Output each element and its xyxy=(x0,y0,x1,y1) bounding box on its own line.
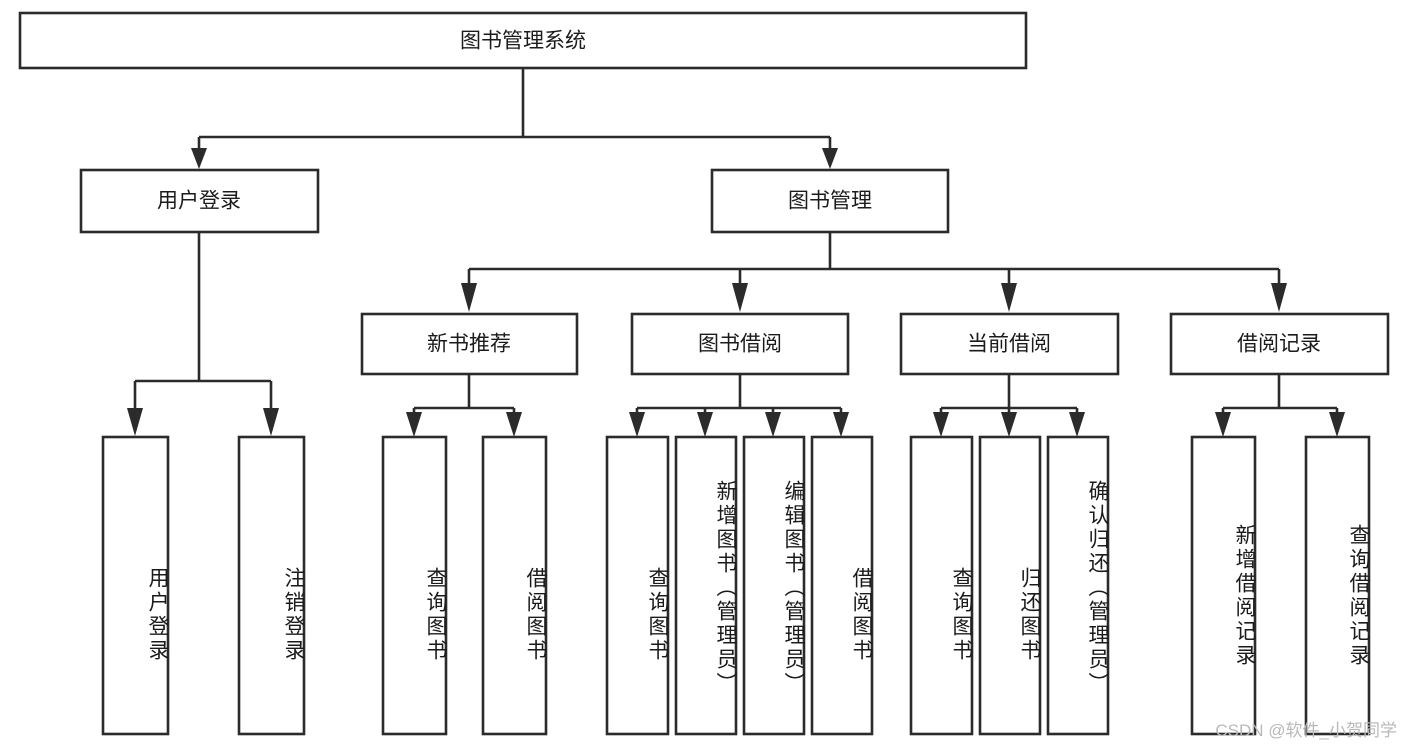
leaf-box-book-borrow-1[interactable] xyxy=(674,435,738,736)
arrow-head-icon xyxy=(765,412,781,437)
leaf-box-current-borrow-2[interactable] xyxy=(1046,435,1110,736)
leaf-box-book-borrow-3[interactable] xyxy=(810,435,874,736)
arrow-head-icon xyxy=(697,412,713,437)
arrow-head-icon xyxy=(833,412,849,437)
arrow-head-icon xyxy=(1215,412,1231,437)
arrow-head-icon xyxy=(822,148,838,169)
node-root[interactable]: 图书管理系统 xyxy=(18,11,1028,70)
node-book-borrow-box[interactable] xyxy=(630,312,850,376)
arrow-head-icon xyxy=(263,408,279,436)
node-user-login[interactable]: 用户登录 xyxy=(79,168,320,234)
arrow-head-icon xyxy=(406,412,422,437)
arrow-head-icon xyxy=(127,408,143,436)
connector-userlogin-to-leaves xyxy=(127,232,279,436)
arrow-head-icon xyxy=(461,283,477,312)
leaf-box-current-borrow-1[interactable] xyxy=(978,435,1042,736)
node-user-login-label: 用户登录 xyxy=(157,190,241,213)
connector-borrowrecord-to-leaves xyxy=(1215,374,1345,437)
connector-bookborrow-to-leaves xyxy=(629,374,849,437)
node-book-management[interactable]: 图书管理 xyxy=(710,168,950,234)
connector-newbook-to-leaves xyxy=(406,374,522,437)
node-borrow-record-label: 借阅记录 xyxy=(1237,333,1321,356)
node-current-borrow[interactable]: 当前借阅 xyxy=(899,312,1120,376)
node-current-borrow-label: 当前借阅 xyxy=(967,333,1051,356)
node-book-management-box[interactable] xyxy=(710,168,950,234)
node-current-borrow-box[interactable] xyxy=(899,312,1120,376)
node-new-book-recommend-box[interactable] xyxy=(360,312,579,376)
node-new-book-recommend[interactable]: 新书推荐 xyxy=(360,312,579,376)
leaf-box-borrow-record-0[interactable] xyxy=(1190,435,1257,736)
leaf-box-borrow-record-1[interactable] xyxy=(1304,435,1371,736)
leaf-box-new-book-0[interactable] xyxy=(381,435,448,736)
node-borrow-record[interactable]: 借阅记录 xyxy=(1169,312,1390,376)
leaf-box-book-borrow-2[interactable] xyxy=(742,435,806,736)
node-book-borrow-label: 图书借阅 xyxy=(698,333,782,356)
watermark-text: CSDN @软件_小贺同学 xyxy=(1215,721,1397,740)
arrow-head-icon xyxy=(506,412,522,437)
node-borrow-record-box[interactable] xyxy=(1169,312,1390,376)
connector-currentborrow-to-leaves xyxy=(933,374,1085,437)
node-root-box[interactable] xyxy=(18,11,1028,70)
node-book-borrow[interactable]: 图书借阅 xyxy=(630,312,850,376)
arrow-head-icon xyxy=(1001,283,1017,312)
node-new-book-recommend-label: 新书推荐 xyxy=(427,333,511,356)
arrow-head-icon xyxy=(1001,412,1017,437)
connector-root-to-level2 xyxy=(191,68,838,169)
node-root-label: 图书管理系统 xyxy=(460,30,586,53)
leaf-box-current-borrow-0[interactable] xyxy=(909,435,974,736)
arrow-head-icon xyxy=(933,412,949,437)
arrow-head-icon xyxy=(629,412,645,437)
leaf-box-user-login-1[interactable] xyxy=(237,435,306,736)
leaf-box-user-login-0[interactable] xyxy=(101,435,170,736)
arrow-head-icon xyxy=(1271,283,1287,312)
connector-bookmgmt-to-level3 xyxy=(461,232,1287,312)
arrow-head-icon xyxy=(1329,412,1345,437)
leaf-box-book-borrow-0[interactable] xyxy=(605,435,670,736)
leaf-box-new-book-1[interactable] xyxy=(481,435,548,736)
arrow-head-icon xyxy=(732,283,748,312)
node-book-management-label: 图书管理 xyxy=(788,190,872,213)
arrow-head-icon xyxy=(1069,412,1085,437)
arrow-head-icon xyxy=(191,148,207,169)
